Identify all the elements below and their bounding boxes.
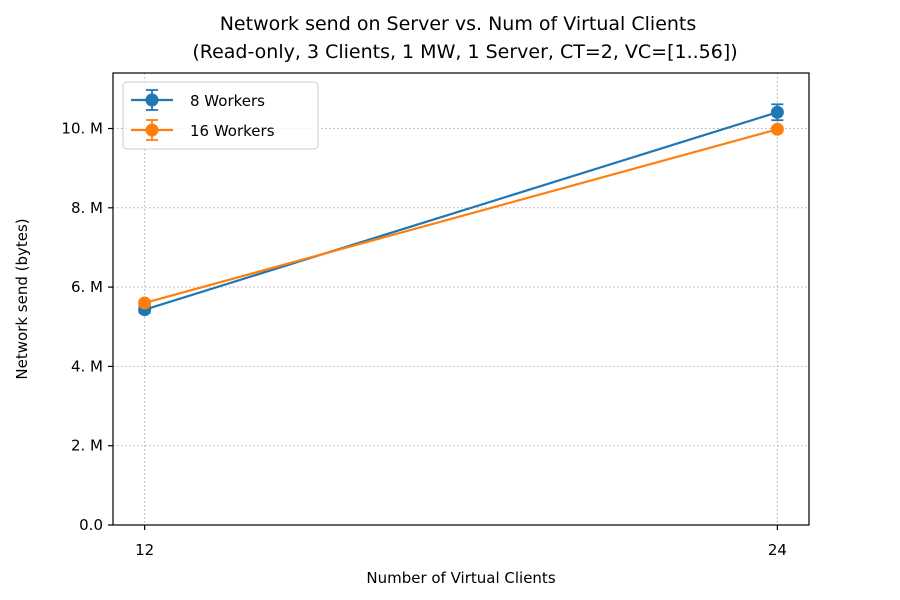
x-axis-label: Number of Virtual Clients xyxy=(366,569,555,587)
legend-entry: 8 Workers xyxy=(131,89,265,111)
legend-marker xyxy=(145,123,159,137)
y-axis-label: Network send (bytes) xyxy=(13,218,31,379)
axis-ticks: 0.0 2. M 4. M 6. M 8. M 10. M 12 24 xyxy=(61,120,786,559)
series-line xyxy=(144,128,778,305)
plot-frame xyxy=(112,72,810,526)
chart-subtitle: (Read-only, 3 Clients, 1 MW, 1 Server, C… xyxy=(192,41,737,63)
legend-entry: 16 Workers xyxy=(131,119,275,141)
data-point xyxy=(770,122,784,136)
series-line xyxy=(144,111,778,311)
legend-label: 16 Workers xyxy=(190,122,275,140)
y-tick-label: 10. M xyxy=(61,120,103,138)
y-tick-label: 8. M xyxy=(71,199,103,217)
legend: 8 Workers 16 Workers xyxy=(122,81,319,150)
series xyxy=(138,103,784,317)
y-tick-label: 2. M xyxy=(71,437,103,455)
x-tick-label: 24 xyxy=(768,541,787,559)
y-tick-label: 0.0 xyxy=(79,516,103,534)
legend-label: 8 Workers xyxy=(190,92,265,110)
y-tick-label: 4. M xyxy=(71,357,103,375)
legend-box xyxy=(122,81,319,150)
data-point xyxy=(770,105,784,119)
legend-marker xyxy=(145,93,159,107)
x-tick-label: 12 xyxy=(135,541,154,559)
y-tick-label: 6. M xyxy=(71,278,103,296)
series-2 xyxy=(138,122,784,310)
data-point xyxy=(138,296,152,310)
chart-title: Network send on Server vs. Num of Virtua… xyxy=(220,13,697,35)
